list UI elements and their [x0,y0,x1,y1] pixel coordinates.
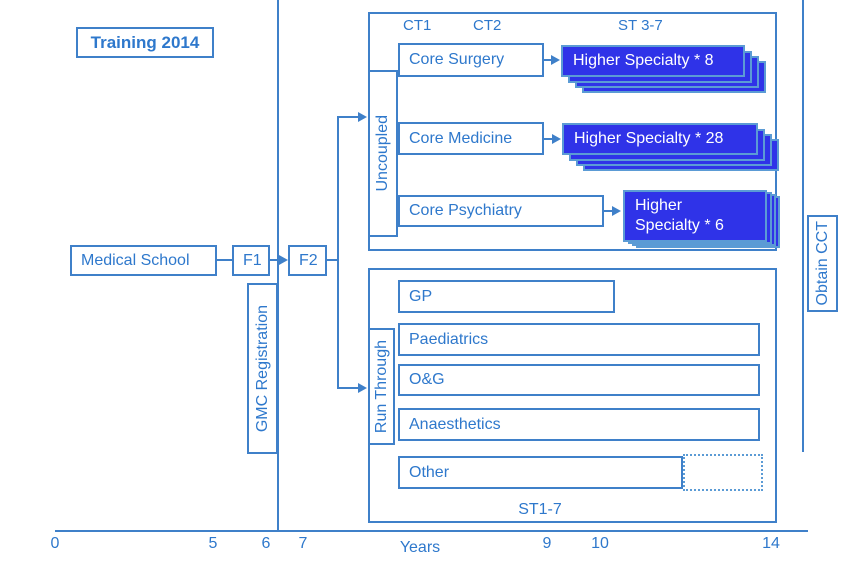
core-medicine-box: Core Medicine [398,122,544,155]
uncoupled-label-box: Uncoupled [368,70,398,237]
left-reference-line [277,0,279,531]
arrow-surgery-icon [551,55,560,65]
obtain-cct-box: Obtain CCT [807,215,838,312]
connector-f2-branch [325,259,338,261]
branch-bottom-line [339,387,360,389]
right-reference-line [802,0,804,452]
years-axis-line [55,530,808,532]
st1-7-label: ST1-7 [518,501,562,518]
core-psychiatry-box: Core Psychiatry [398,195,604,227]
header-ct2: CT2 [473,17,502,34]
connector-medicine [542,138,553,140]
higher-specialty-surgery-label: Higher Specialty * 8 [561,45,745,77]
axis-tick-14: 14 [762,535,780,552]
axis-title: Years [399,539,441,556]
arrow-into-run-through-icon [358,383,367,393]
higher-specialty-psychiatry-stack: Higher Specialty * 6 [623,190,780,248]
gp-box: GP [398,280,615,313]
run-through-label: Run Through [372,339,390,434]
core-surgery-box: Core Surgery [398,43,544,77]
arrow-psychiatry-icon [612,206,621,216]
uncoupled-label: Uncoupled [374,115,391,192]
axis-tick-0: 0 [50,535,60,552]
other-dotted-extension [683,454,763,491]
gmc-registration-label: GMC Registration [253,304,271,433]
medical-school-box: Medical School [70,245,217,276]
obtain-cct-label: Obtain CCT [813,221,831,306]
higher-specialty-surgery-stack: Higher Specialty * 8 [561,45,766,93]
paediatrics-box: Paediatrics [398,323,760,356]
axis-tick-7: 7 [298,535,308,552]
axis-tick-10: 10 [591,535,609,552]
arrow-into-uncoupled-icon [358,112,367,122]
arrow-medicine-icon [552,134,561,144]
higher-specialty-medicine-label: Higher Specialty * 28 [562,123,758,155]
f1-box: F1 [232,245,270,276]
branch-vertical-line [337,116,339,389]
og-box: O&G [398,364,760,396]
anaesthetics-box: Anaesthetics [398,408,760,441]
axis-tick-6: 6 [261,535,271,552]
run-through-label-box: Run Through [368,328,395,445]
other-box: Other [398,456,683,489]
arrow-into-f2-icon [279,255,288,265]
axis-tick-9: 9 [542,535,552,552]
header-st3-7: ST 3-7 [618,17,663,34]
connector-ms-f1 [215,259,232,261]
connector-psychiatry [602,210,613,212]
branch-top-line [339,116,360,118]
higher-specialty-psychiatry-label: Higher Specialty * 6 [623,190,767,242]
f2-box: F2 [288,245,327,276]
connector-surgery [542,59,552,61]
higher-specialty-medicine-stack: Higher Specialty * 28 [562,123,779,171]
connector-f1-f2 [268,259,280,261]
header-ct1: CT1 [403,17,432,34]
diagram-title: Training 2014 [76,27,214,58]
axis-tick-5: 5 [208,535,218,552]
gmc-registration-box: GMC Registration [247,283,278,454]
